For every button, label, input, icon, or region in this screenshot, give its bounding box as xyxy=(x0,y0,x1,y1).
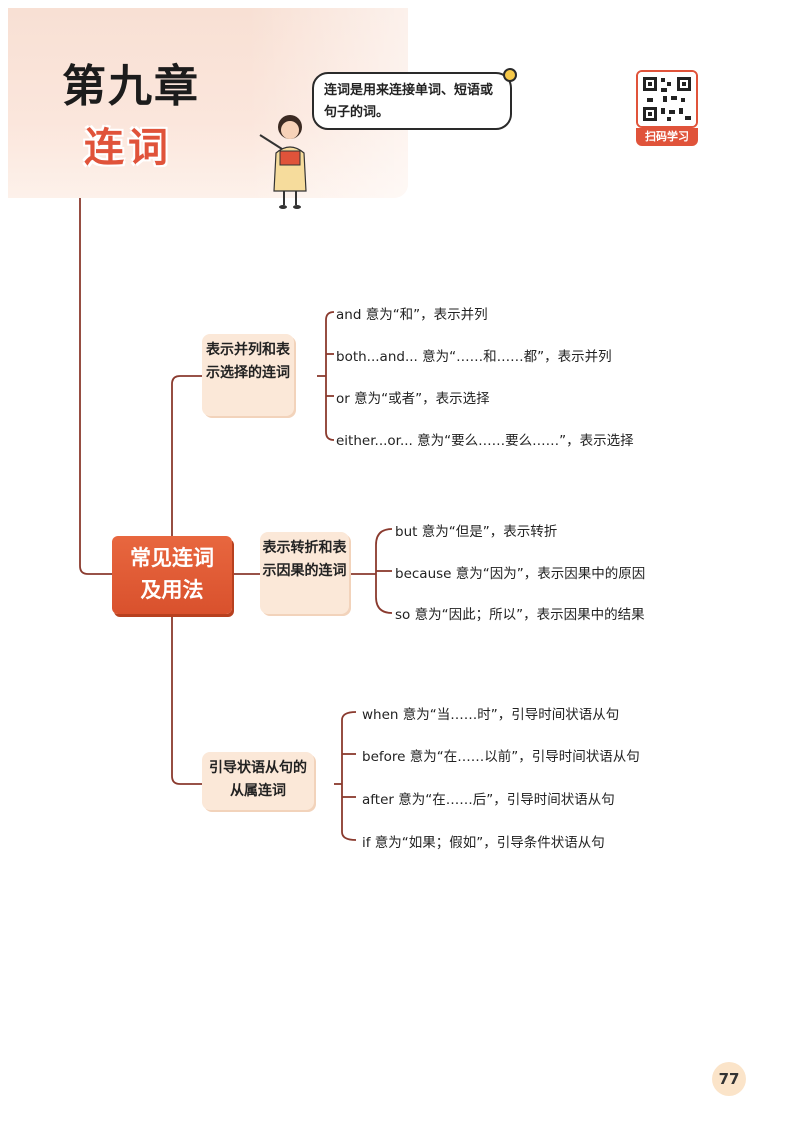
chapter-title: 连词 xyxy=(84,125,172,171)
bubble-dot xyxy=(503,68,517,82)
speech-bubble: 连词是用来连接单词、短语或句子的词。 xyxy=(312,72,512,130)
branch-label: 表示转折和表示因果的连词 xyxy=(262,540,347,579)
qr-label: 扫码学习 xyxy=(636,128,698,146)
leaf-item: after 意为“在……后”，引导时间状语从句 xyxy=(362,792,615,808)
leaf-item: so 意为“因此；所以”，表示因果中的结果 xyxy=(395,607,645,623)
leaf-item: when 意为“当……时”，引导时间状语从句 xyxy=(362,707,620,723)
root-label: 常见连词及用法 xyxy=(130,546,214,602)
leaf-item: or 意为“或者”，表示选择 xyxy=(336,391,490,407)
leaf-item: but 意为“但是”，表示转折 xyxy=(395,524,558,540)
leaf-item: because 意为“因为”，表示因果中的原因 xyxy=(395,566,646,582)
branch-node-coordinate: 表示并列和表示选择的连词 xyxy=(202,334,294,416)
chapter-number: 第九章 xyxy=(62,61,200,112)
leaf-item: and 意为“和”，表示并列 xyxy=(336,307,488,323)
branch-label: 表示并列和表示选择的连词 xyxy=(206,342,290,381)
branch-node-contrast-cause: 表示转折和表示因果的连词 xyxy=(260,532,349,614)
branch-label: 引导状语从句的从属连词 xyxy=(209,760,307,799)
qr-code-icon xyxy=(636,70,698,128)
mindmap-root: 常见连词及用法 xyxy=(112,536,232,614)
page-number: 77 xyxy=(712,1062,746,1096)
leaf-item: both...and... 意为“……和……都”，表示并列 xyxy=(336,349,612,365)
qr-code-block[interactable]: 扫码学习 xyxy=(636,70,698,150)
branch-node-subordinate: 引导状语从句的从属连词 xyxy=(202,752,314,810)
teacher-illustration xyxy=(259,115,307,209)
leaf-item: either...or... 意为“要么……要么……”，表示选择 xyxy=(336,433,634,449)
leaf-item: if 意为“如果；假如”，引导条件状语从句 xyxy=(362,835,605,851)
leaf-item: before 意为“在……以前”，引导时间状语从句 xyxy=(362,749,640,765)
